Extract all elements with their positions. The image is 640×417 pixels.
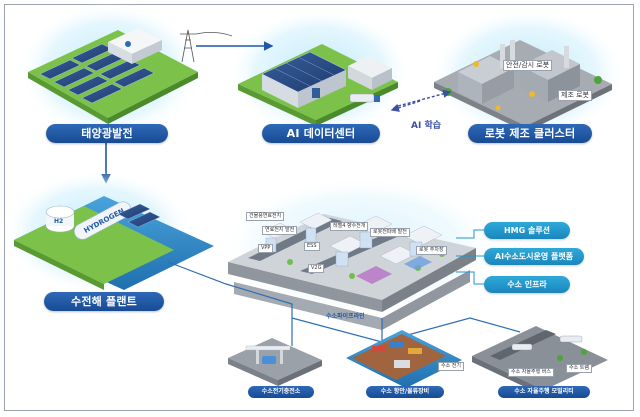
mobility-node-label: 수소 자율주행 모빌리티 [498,386,590,398]
manufacturing-robot-label: 제조 로봇 [558,90,592,101]
hydrogen-city-illustration [220,176,500,330]
port-node-label: 수소 항만/물류장비 [366,386,444,398]
mobility-tag-bus: 수소 자율주행 버스 [508,368,554,377]
solar-plant-illustration [18,2,233,138]
datacenter-node-label: AI 데이터센터 [262,124,380,143]
arrow-datacenter-to-robot [397,89,452,107]
side-service-connectors [456,229,484,285]
mobility-tag-tram: 수소 트램 [566,364,592,373]
port-tag: 수소 전기 [438,362,464,371]
city-tag-robot-parking: 로봇 주차장 [416,246,447,255]
city-tag-vpp: VPP [258,244,274,253]
h2-pipeline-label: 수소파이프라인 [326,313,365,320]
safety-robot-label: 안전/감시 로봇 [503,60,553,71]
city-tag-v2g: V2G [308,264,325,273]
ai-hydrogen-city-platform-pill: AI수소도시운영 플랫폼 [484,248,584,265]
hydrogen-port-illustration [346,330,462,388]
city-tag-ess: ESS [304,242,320,251]
station-node-label: 수소전기충전소 [248,386,314,398]
city-tag-fuelcell-generation: 연료전지 발전 [262,226,298,235]
electrolysis-plant-illustration: H2 HYDROGEN [2,170,214,294]
hydrogen-infra-pill: 수소 인프라 [484,276,570,293]
h2-tank-sign: H2 [54,218,63,225]
robot-cluster-node-label: 로봇 제조 클러스터 [468,124,592,143]
solar-node-label: 태양광발전 [46,124,168,143]
city-tag-robot-generation: 로봇전파배 발전 [370,228,410,237]
ai-learning-label: AI 학습 [411,121,442,131]
electrolysis-node-label: 수전해 플랜트 [44,292,164,311]
robot-cluster-illustration [430,8,626,140]
city-tag-level4: 레벨4 향수전개 [330,222,369,231]
datacenter-illustration [228,8,412,136]
hmg-solution-pill: HMG 솔루션 [484,222,570,239]
city-tag-building-fuelcell: 건물용연료전지 [246,212,285,221]
hydrogen-station-illustration [228,338,322,386]
